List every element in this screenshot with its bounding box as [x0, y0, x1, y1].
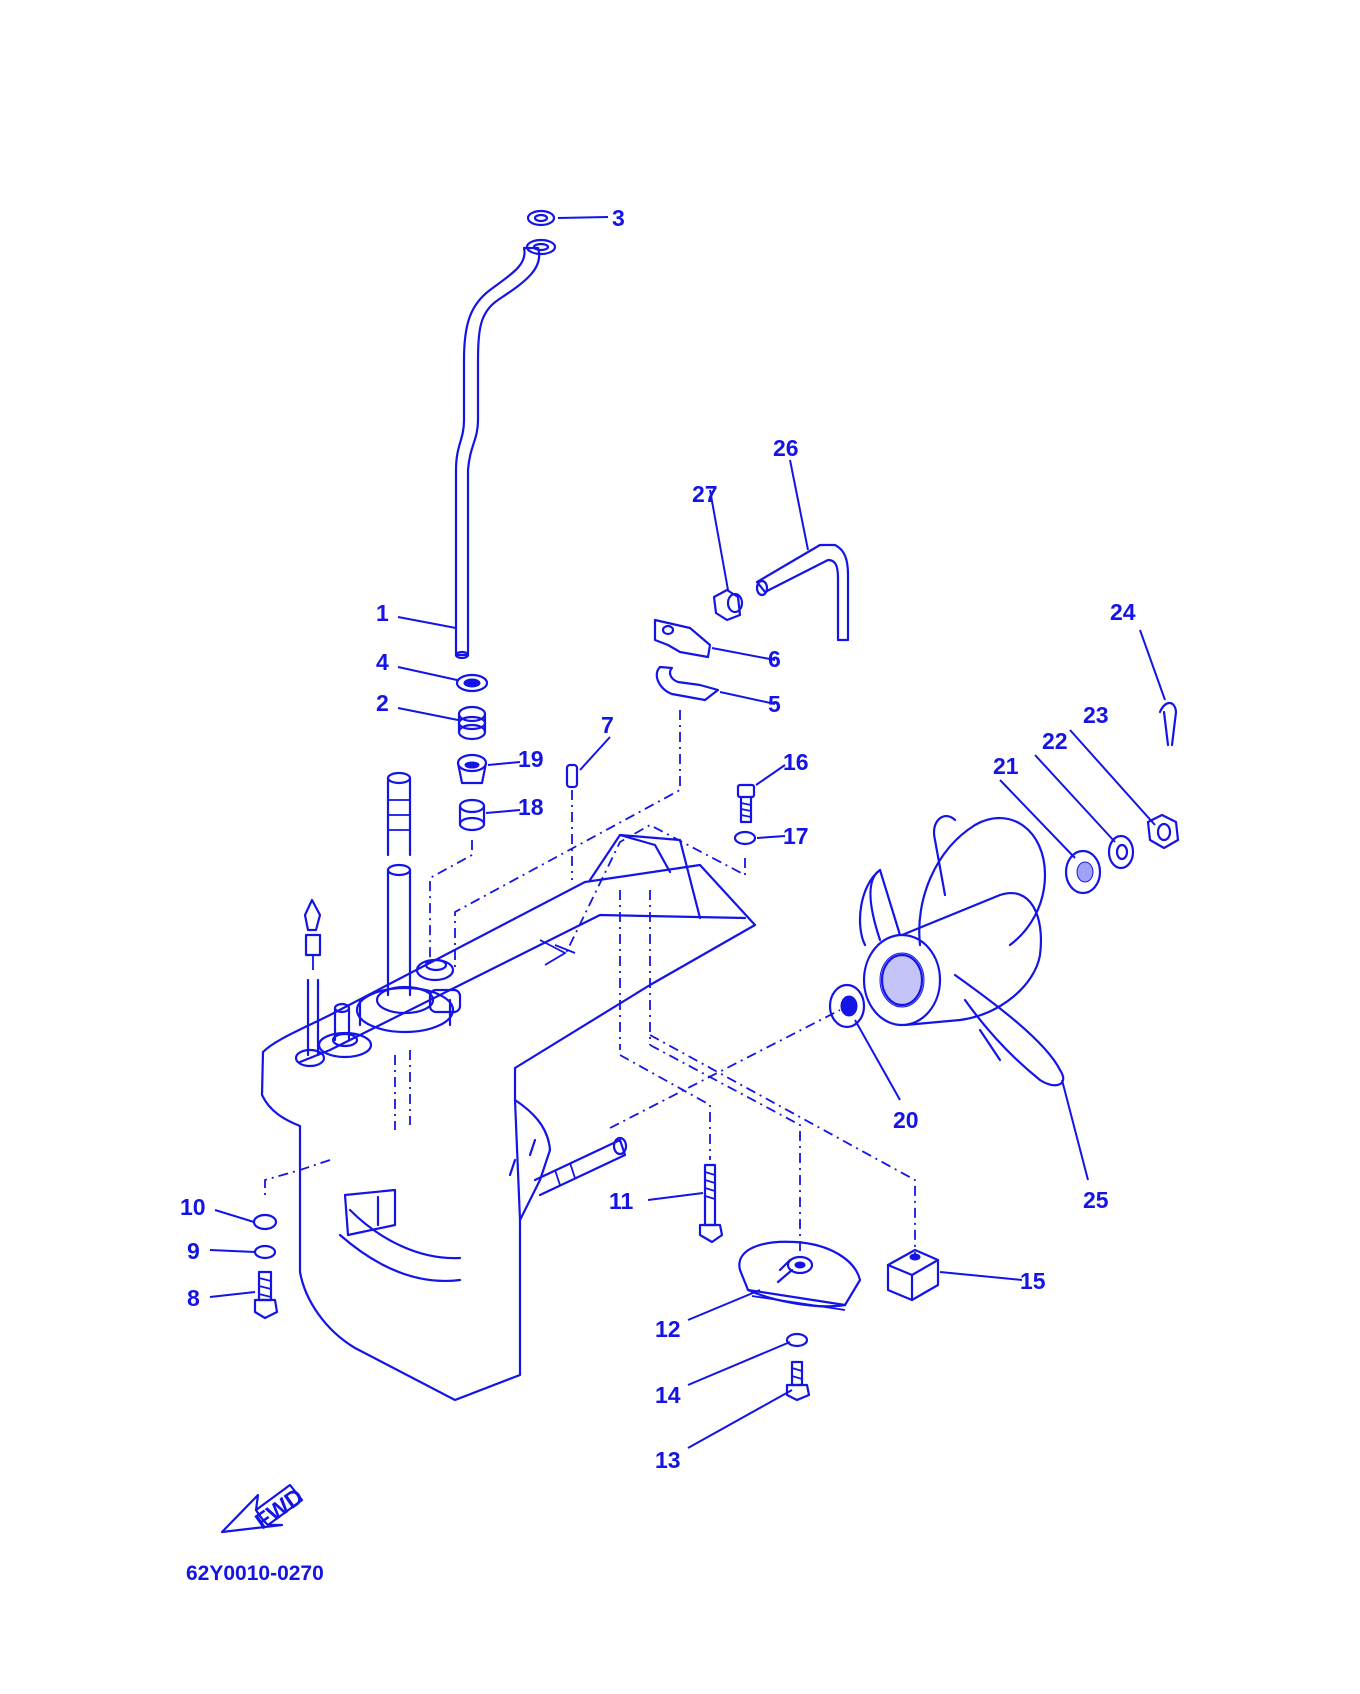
label-3: 3: [612, 205, 625, 231]
washer-part-14: [785, 1332, 809, 1348]
washer-part-17: [733, 830, 757, 846]
label-1: 1: [376, 600, 389, 626]
label-19: 19: [518, 746, 544, 772]
bolt-part-13: [785, 1360, 811, 1402]
label-10: 10: [180, 1194, 206, 1220]
label-6: 6: [768, 646, 781, 672]
label-22: 22: [1042, 728, 1068, 754]
label-27: 27: [692, 481, 718, 507]
label-7: 7: [601, 712, 614, 738]
nut-part-23: [1146, 813, 1180, 850]
assembly-lines: [264, 710, 916, 1265]
washer-part-10: [252, 1213, 278, 1231]
label-9: 9: [187, 1238, 200, 1264]
label-5: 5: [768, 691, 781, 717]
label-21: 21: [993, 753, 1019, 779]
label-8: 8: [187, 1285, 200, 1311]
label-13: 13: [655, 1447, 681, 1473]
leader-lines: [209, 216, 1166, 1449]
tube-part-26: [755, 543, 850, 642]
clamp-part-5: [655, 665, 720, 702]
washer-part-9: [253, 1244, 277, 1260]
drawing-code: 62Y0010-0270: [186, 1562, 324, 1585]
cotter-pin-part-24: [1158, 701, 1178, 747]
collar-part-19: [456, 753, 488, 785]
label-18: 18: [518, 794, 544, 820]
trim-tab-part-12: [738, 1240, 862, 1311]
dowel-pin-part-7: [565, 763, 579, 789]
label-26: 26: [773, 435, 799, 461]
plug-part-27: [712, 588, 744, 622]
label-14: 14: [655, 1382, 681, 1408]
label-24: 24: [1110, 599, 1136, 625]
spacer-part-21: [1064, 849, 1102, 895]
label-25: 25: [1083, 1187, 1109, 1213]
thrust-washer-part-20: [828, 983, 866, 1029]
propeller-part-25: [858, 815, 1065, 1087]
bolt-part-11: [698, 1163, 724, 1244]
washer-part-22: [1107, 834, 1135, 870]
label-20: 20: [893, 1107, 919, 1133]
fwd-label: FWD: [250, 1483, 308, 1534]
lower-unit-case: [260, 771, 757, 1402]
label-4: 4: [376, 649, 389, 675]
bolt-part-16: [736, 783, 756, 824]
water-pipe: [454, 238, 557, 660]
bolt-part-8: [253, 1270, 279, 1320]
grommet-part-2: [457, 705, 487, 741]
label-15: 15: [1020, 1268, 1046, 1294]
label-2: 2: [376, 690, 389, 716]
label-17: 17: [783, 823, 809, 849]
label-12: 12: [655, 1316, 681, 1342]
label-23: 23: [1083, 702, 1109, 728]
fwd-arrow-icon: FWD: [220, 1483, 308, 1534]
holder-part-6: [653, 618, 712, 659]
label-11: 11: [609, 1188, 634, 1214]
anode-part-15: [886, 1248, 940, 1302]
bushing-part-18: [458, 798, 486, 832]
grommet-part-3: [526, 209, 556, 227]
part-number-labels: 3 1 4 2 19 18 7 27 26 6 5 16 17 24 23 22…: [180, 205, 1136, 1473]
label-16: 16: [783, 749, 809, 775]
seal-part-4: [455, 673, 489, 693]
